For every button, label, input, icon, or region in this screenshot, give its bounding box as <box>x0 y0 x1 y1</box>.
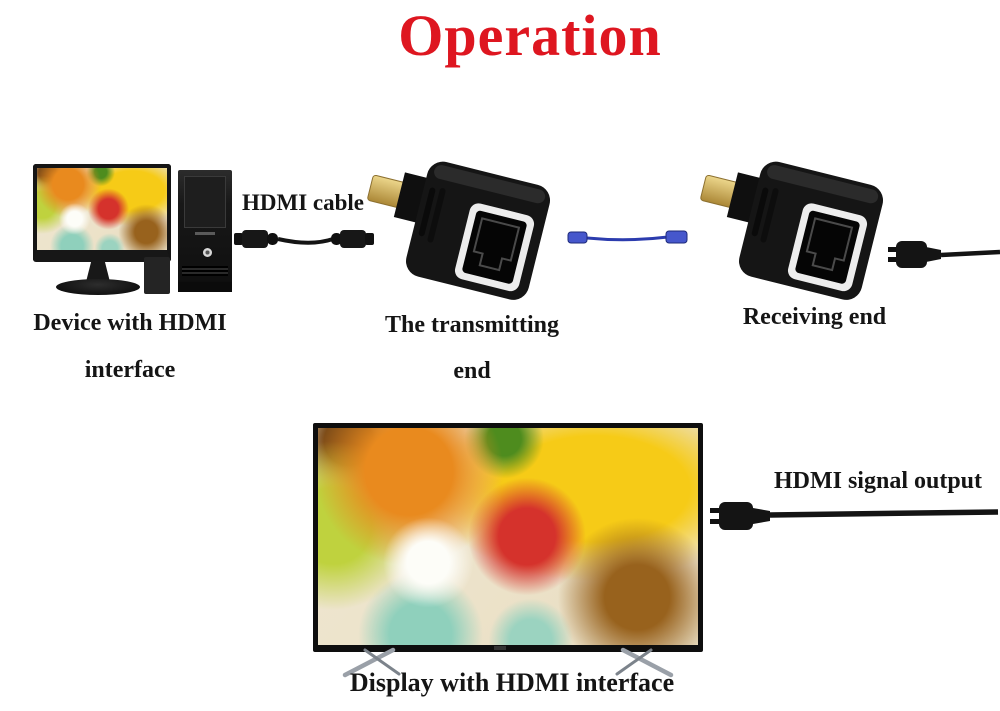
monitor <box>33 164 171 262</box>
tower-drive-bay <box>184 176 226 228</box>
monitor-stand-base <box>56 279 140 295</box>
display-device-label: Display with HDMI interface <box>349 668 675 697</box>
hdmi-cable-icon <box>234 230 374 248</box>
tower-vent <box>182 266 228 276</box>
tv-screen <box>318 428 698 645</box>
transmitter-label-line2: end <box>453 358 491 384</box>
tower-foot <box>178 282 232 292</box>
transmitter-label: The transmitting end <box>366 302 578 394</box>
source-device-label-line1: Device with HDMI <box>33 310 227 336</box>
tv-logo <box>494 646 506 650</box>
tower-power-button-icon <box>203 248 212 257</box>
monitor-stand-neck <box>86 261 110 282</box>
tower-brand-mark <box>195 232 215 235</box>
pc-tower <box>178 170 232 292</box>
hdmi-plug-cable-icon <box>888 241 1000 268</box>
tv <box>313 423 703 652</box>
transmitter-label-line1: The transmitting <box>385 312 559 338</box>
source-device-label: Device with HDMI interface <box>18 300 242 394</box>
source-device-label-line2: interface <box>84 357 176 383</box>
monitor-screen <box>37 168 167 250</box>
receiver-label: Receiving end <box>742 304 887 330</box>
transmitter-adapter <box>351 144 555 305</box>
signal-output-label: HDMI signal output <box>773 468 983 494</box>
tv-legs <box>342 647 674 678</box>
signal-output-cable-icon <box>710 502 999 530</box>
speaker <box>144 257 170 294</box>
ethernet-cable-icon <box>567 230 688 244</box>
hdmi-cable-label: HDMI cable <box>241 190 364 215</box>
receiver-adapter <box>684 144 888 305</box>
page-title: Operation <box>398 3 662 68</box>
